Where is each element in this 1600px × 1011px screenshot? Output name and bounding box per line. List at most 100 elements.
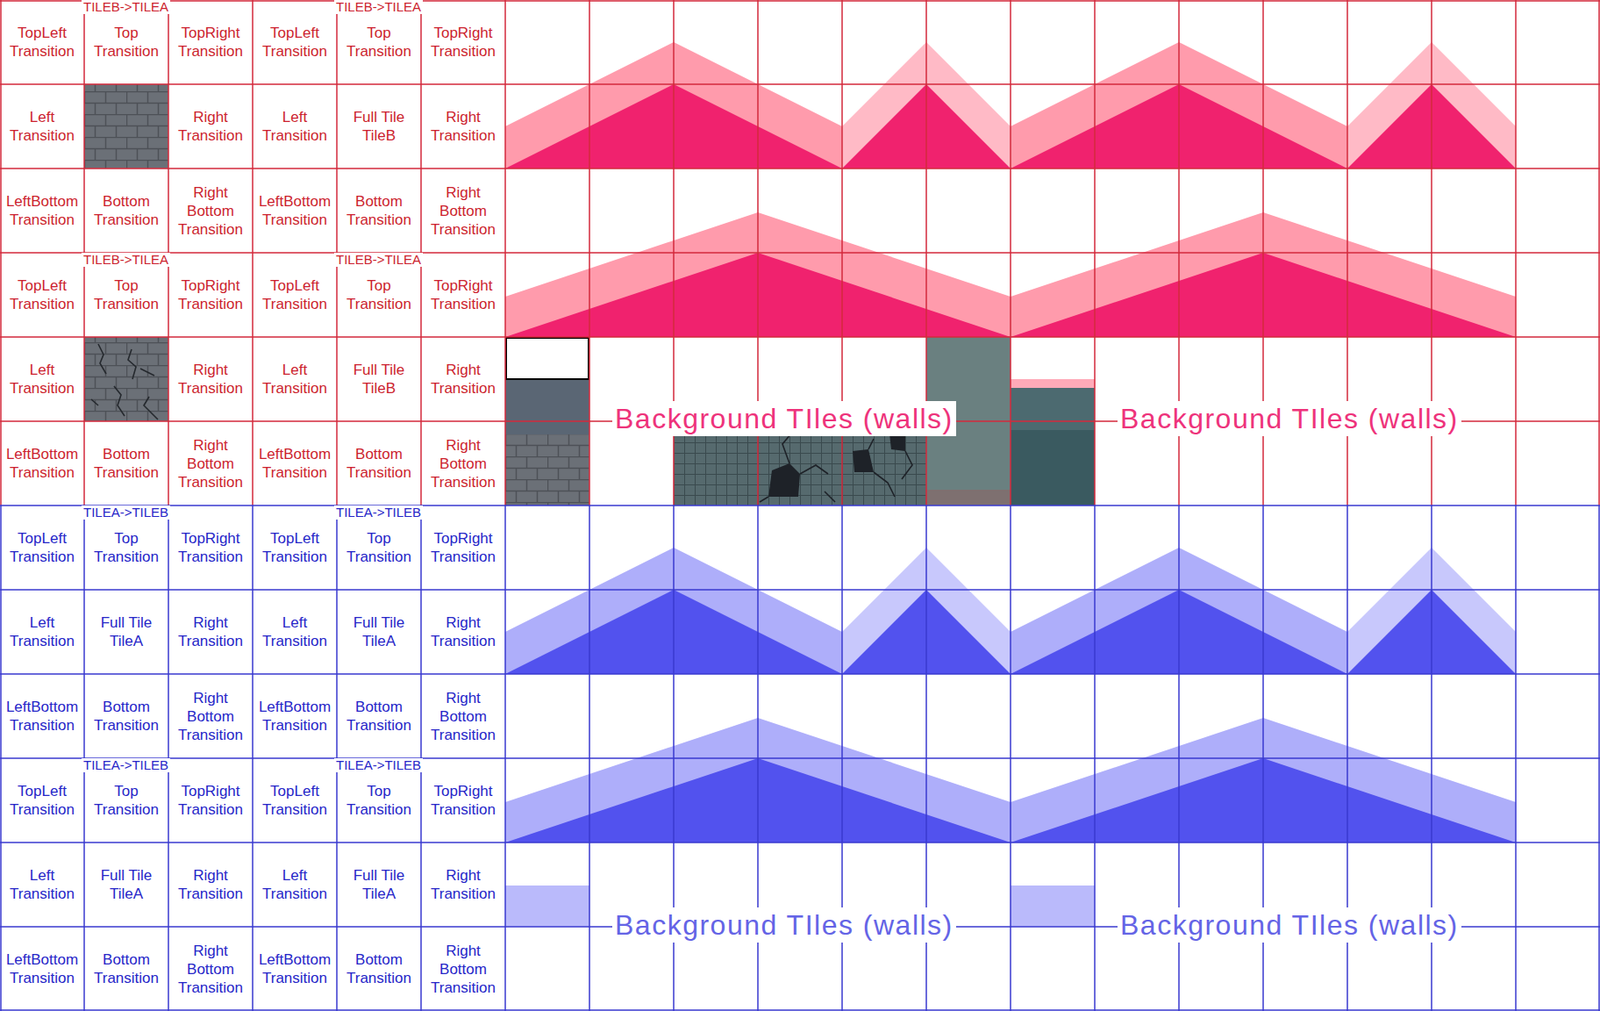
- tile-cell: Right Transition: [421, 842, 506, 927]
- cell-label: Bottom Transition: [340, 697, 418, 735]
- cell-label: Top Transition: [340, 781, 418, 819]
- tile-cell: Right Transition: [421, 589, 506, 674]
- cell-label: Right Transition: [424, 107, 502, 145]
- cell-label: Full Tile TileB: [340, 107, 418, 145]
- block-header: TILEA->TILEB: [81, 505, 171, 520]
- cell-label: Right Bottom Transition: [424, 941, 502, 997]
- cell-label: Full Tile TileA: [87, 613, 165, 650]
- section-label: Background TIles (walls): [1117, 400, 1462, 436]
- cell-label: Bottom Transition: [340, 444, 418, 482]
- tile-cell: Left Transition: [0, 589, 85, 674]
- tile-cell: TopRight Transition: [421, 505, 506, 590]
- tile-cell: Right Bottom Transition: [421, 168, 506, 253]
- tile-cell: TopLeft Transition: [252, 0, 337, 85]
- tile-cell: Full Tile TileA: [336, 842, 422, 927]
- cell-label: Top Transition: [87, 23, 165, 61]
- cell-label: LeftBottom Transition: [3, 697, 81, 735]
- cell-label: Right Bottom Transition: [171, 435, 250, 492]
- tile-cell: Right Transition: [168, 842, 253, 927]
- cell-label: Left Transition: [3, 865, 81, 903]
- tile-cell: TopRight Transition: [168, 0, 253, 85]
- tile-cell: Bottom Transition: [84, 926, 169, 1011]
- cell-label: TopLeft Transition: [3, 23, 81, 61]
- cell-label: Full Tile TileB: [340, 360, 418, 398]
- cell-label: Right Transition: [171, 107, 250, 145]
- tile-cell: Full Tile TileA: [84, 842, 169, 927]
- tile-cell: Left Transition: [0, 84, 85, 169]
- cell-label: LeftBottom Transition: [256, 697, 334, 735]
- cell-label: Bottom Transition: [87, 950, 165, 987]
- tile-cell: Full Tile TileA: [84, 589, 169, 674]
- tile-cell: LeftBottom Transition: [0, 168, 85, 253]
- section-label: Background TIles (walls): [1117, 907, 1462, 943]
- block-header: TILEA->TILEB: [334, 505, 423, 520]
- tile-cell: Right Transition: [421, 336, 506, 422]
- tile-cell: TopLeft Transition: [252, 757, 337, 843]
- cell-label: Right Transition: [171, 865, 250, 903]
- cell-label: TopRight Transition: [424, 528, 502, 566]
- tile-cell: TopRight Transition: [168, 252, 253, 337]
- cell-label: LeftBottom Transition: [3, 192, 81, 229]
- cell-label: Full Tile TileA: [87, 865, 165, 903]
- tile-cell: Right Transition: [168, 589, 253, 674]
- tile-cell: Right Bottom Transition: [168, 421, 253, 506]
- tile-cell: LeftBottom Transition: [0, 421, 85, 506]
- tile-cell: Left Transition: [252, 842, 337, 927]
- cell-label: Left Transition: [256, 865, 334, 903]
- tile-cell: Left Transition: [0, 842, 85, 927]
- cell-label: Top Transition: [340, 528, 418, 566]
- cell-label: Right Transition: [424, 865, 502, 903]
- cell-label: Left Transition: [3, 360, 81, 398]
- tile-cell: Bottom Transition: [336, 421, 422, 506]
- cell-label: Top Transition: [340, 276, 418, 314]
- tile-cell: TopRight Transition: [168, 505, 253, 590]
- cell-label: Top Transition: [340, 23, 418, 61]
- section-label: Background TIles (walls): [612, 907, 957, 943]
- tile-cell: Full Tile TileB: [336, 84, 422, 169]
- cell-label: Bottom Transition: [87, 192, 165, 229]
- tile-cell: Right Bottom Transition: [421, 421, 506, 506]
- cell-label: Top Transition: [87, 276, 165, 314]
- cell-label: Right Transition: [424, 360, 502, 398]
- tile-cell: Left Transition: [252, 589, 337, 674]
- cell-label: Right Transition: [424, 613, 502, 650]
- cell-label: LeftBottom Transition: [256, 950, 334, 987]
- tile-cell: Right Bottom Transition: [421, 926, 506, 1011]
- tile-cell: Right Transition: [168, 84, 253, 169]
- section-label: Background TIles (walls): [612, 400, 957, 436]
- tile-cell: Bottom Transition: [336, 926, 422, 1011]
- tile-cell: LeftBottom Transition: [252, 926, 337, 1011]
- cell-label: TopRight Transition: [171, 528, 250, 566]
- tile-cell: TopRight Transition: [421, 757, 506, 843]
- tile-cell: Right Bottom Transition: [168, 673, 253, 758]
- tile-cell: LeftBottom Transition: [252, 168, 337, 253]
- cell-label: TopRight Transition: [171, 781, 250, 819]
- tile-cell: TopLeft Transition: [0, 757, 85, 843]
- cell-label: Top Transition: [87, 528, 165, 566]
- cell-label: Right Bottom Transition: [171, 688, 250, 744]
- cell-label: Bottom Transition: [87, 444, 165, 482]
- cell-label: Right Bottom Transition: [424, 688, 502, 744]
- cell-label: Left Transition: [256, 613, 334, 650]
- cell-label: LeftBottom Transition: [3, 950, 81, 987]
- tile-cell: Right Transition: [421, 84, 506, 169]
- tile-cell: TopRight Transition: [168, 757, 253, 843]
- tile-cell: Right Bottom Transition: [168, 168, 253, 253]
- cell-label: Full Tile TileA: [340, 613, 418, 650]
- cell-label: Bottom Transition: [87, 697, 165, 735]
- cell-label: LeftBottom Transition: [256, 192, 334, 229]
- tile-cell: TopRight Transition: [421, 252, 506, 337]
- block-header: TILEB->TILEA: [81, 0, 171, 15]
- cell-label: Right Bottom Transition: [424, 435, 502, 492]
- cell-label: TopLeft Transition: [256, 276, 334, 314]
- tile-cell: LeftBottom Transition: [0, 673, 85, 758]
- cell-label: Top Transition: [87, 781, 165, 819]
- tile-cell: Left Transition: [252, 84, 337, 169]
- tile-cell: TopLeft Transition: [0, 505, 85, 590]
- cell-label: TopLeft Transition: [256, 23, 334, 61]
- cell-label: TopLeft Transition: [256, 781, 334, 819]
- tile-cell: Bottom Transition: [84, 421, 169, 506]
- tile-cell: Bottom Transition: [336, 168, 422, 253]
- block-header: TILEA->TILEB: [81, 757, 171, 772]
